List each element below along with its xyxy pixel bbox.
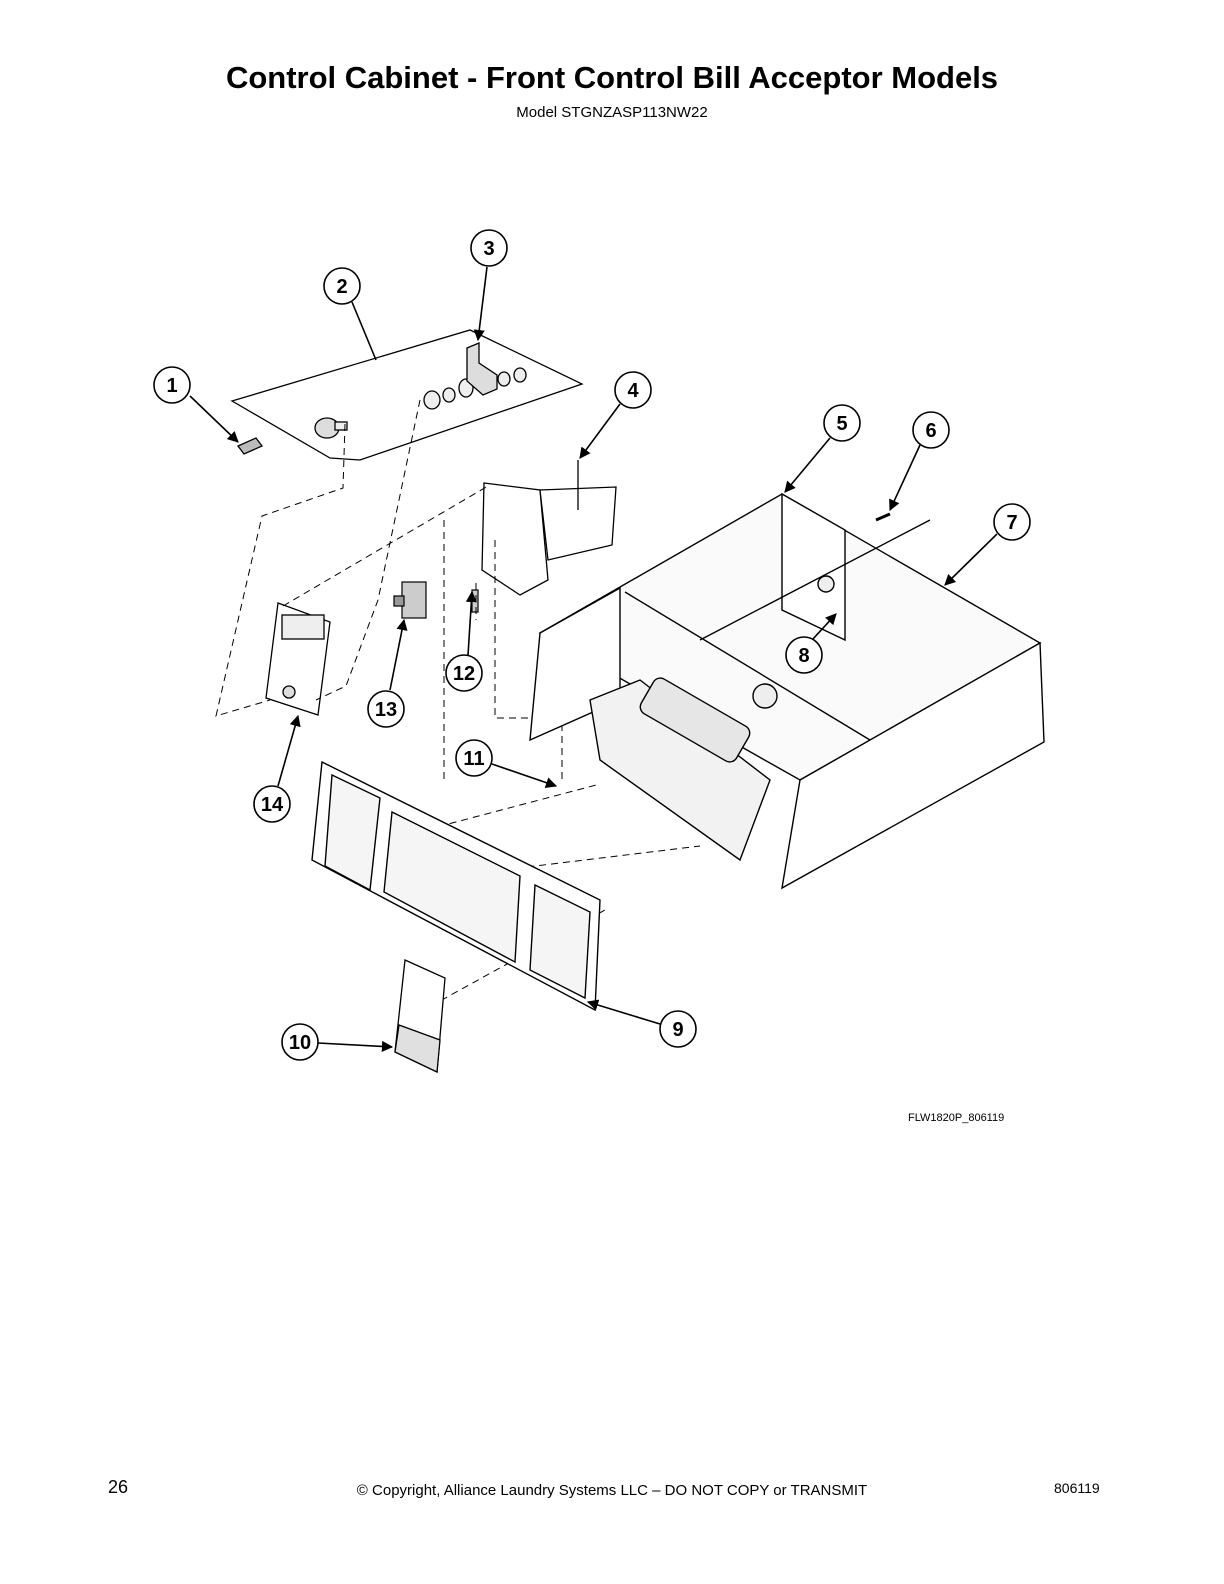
callout-13: 13 [367, 618, 408, 728]
callout-4: 4 [579, 371, 652, 459]
drawing-code: FLW1820P_806119 [908, 1112, 1005, 1124]
callout-6: 6 [875, 411, 950, 522]
label-card-drawing [394, 959, 446, 1073]
page-title: Control Cabinet - Front Control Bill Acc… [225, 60, 999, 95]
callout-1-label: 1 [166, 375, 177, 397]
model-subtitle: Model STGNZASP113NW22 [516, 104, 708, 121]
cabinet-drawing [529, 492, 1045, 890]
callout-9-label: 9 [672, 1019, 683, 1041]
callout-3: 3 [470, 229, 508, 342]
callout-13-label: 13 [375, 699, 397, 721]
trim-panel-drawing [265, 602, 331, 716]
front-panel-drawing [311, 760, 601, 1012]
callout-4-label: 4 [627, 380, 639, 402]
callout-12-label: 12 [453, 663, 475, 685]
callout-10: 10 [281, 1023, 394, 1061]
document-number: 806119 [1054, 1480, 1100, 1496]
callout-8-label: 8 [798, 645, 809, 667]
callout-7: 7 [944, 503, 1031, 586]
copyright-notice: © Copyright, Alliance Laundry Systems LL… [356, 1482, 868, 1499]
callout-10-label: 10 [289, 1032, 311, 1054]
top-panel-drawing [230, 329, 584, 461]
callout-8: 8 [785, 613, 837, 674]
callout-14: 14 [253, 714, 301, 823]
callout-5: 5 [784, 404, 861, 493]
callout-1: 1 [153, 366, 239, 443]
callout-11-label: 11 [463, 748, 484, 770]
callout-5-label: 5 [836, 413, 847, 435]
callout-12: 12 [445, 590, 483, 692]
callout-14-label: 14 [261, 794, 284, 816]
switch-drawing [393, 581, 479, 619]
callout-7-label: 7 [1006, 512, 1017, 534]
callout-3-label: 3 [483, 238, 494, 260]
callout-11: 11 [455, 739, 558, 789]
callout-9: 9 [586, 999, 697, 1048]
page-number: 26 [108, 1477, 129, 1497]
callout-6-label: 6 [925, 420, 936, 442]
bracket-drawing [481, 460, 617, 596]
callout-2: 2 [323, 267, 377, 361]
callout-2-label: 2 [336, 276, 347, 298]
